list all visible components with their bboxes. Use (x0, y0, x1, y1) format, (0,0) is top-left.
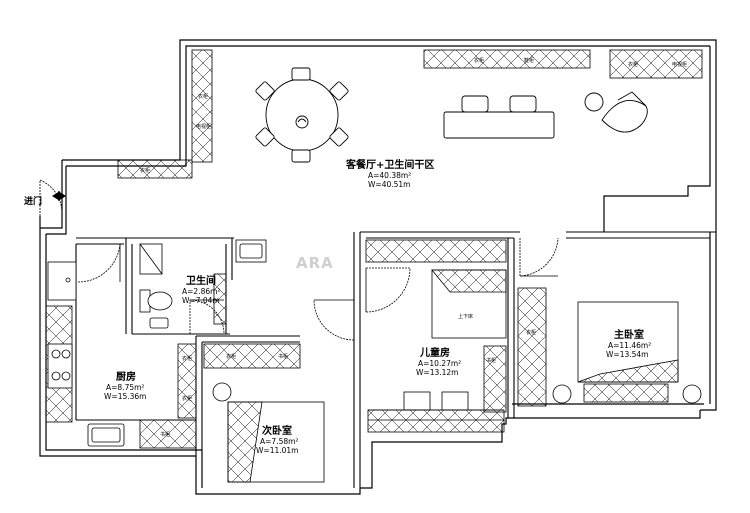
svg-text:书柜: 书柜 (278, 353, 288, 360)
living-top-cabinet (423, 49, 591, 69)
svg-text:书柜: 书柜 (160, 431, 170, 438)
doors (39, 179, 559, 341)
svg-text:衣柜: 衣柜 (182, 395, 192, 402)
master-wardrobe-left (517, 287, 547, 407)
master-bench (583, 383, 669, 403)
svg-text:次卧室: 次卧室 (262, 424, 292, 437)
svg-text:W=7.04m: W=7.04m (182, 296, 220, 305)
bathroom-door (189, 299, 225, 335)
svg-text:A=40.38m²: A=40.38m² (368, 171, 411, 180)
living-top-right-cabinet (609, 49, 703, 79)
toilet-bowl (147, 291, 173, 311)
svg-text:W=13.12m: W=13.12m (416, 368, 458, 377)
svg-text:衣柜: 衣柜 (140, 167, 150, 174)
master-bedroom-door (519, 237, 559, 277)
cabinet-labels: 衣柜 电视柜 衣柜 衣柜 鞋柜 衣柜 电视柜 衣柜 衣柜 书柜 衣柜 衣柜 书柜… (140, 57, 687, 438)
svg-text:衣柜: 衣柜 (198, 93, 208, 100)
entry-arrows (52, 191, 66, 201)
room-living-label: 客餐厅+卫生间干区 A=40.38m² W=40.51m (345, 158, 434, 189)
entry-label: 进门 (24, 195, 42, 207)
room-kitchen-label: 厨房 A=8.75m² W=15.36m (104, 370, 146, 401)
svg-text:客餐厅+卫生间干区: 客餐厅+卫生间干区 (345, 158, 434, 171)
kids-furniture (367, 269, 507, 433)
living-bottom-left-cabinet (117, 159, 193, 179)
room-master-label: 主卧室 A=11.46m² W=13.54m (606, 328, 651, 359)
kids-bookcase (483, 345, 507, 413)
svg-text:衣柜: 衣柜 (226, 353, 236, 360)
dining-table (265, 78, 339, 152)
second-bedroom-door (313, 299, 355, 341)
svg-text:W=40.51m: W=40.51m (368, 180, 410, 189)
svg-text:电视柜: 电视柜 (196, 123, 211, 130)
svg-text:衣柜: 衣柜 (182, 355, 192, 362)
kitchen-door (77, 243, 121, 283)
watermark: ARA (296, 254, 334, 272)
svg-text:鞋柜: 鞋柜 (524, 57, 534, 64)
fridge (47, 261, 77, 301)
svg-text:A=7.58m²: A=7.58m² (260, 437, 298, 446)
svg-text:主卧室: 主卧室 (614, 328, 644, 341)
svg-text:A=10.27m²: A=10.27m² (418, 359, 461, 368)
living-left-cabinet (191, 49, 213, 163)
svg-text:W=11.01m: W=11.01m (256, 446, 298, 455)
lounge-chair (601, 100, 648, 133)
svg-text:厨房: 厨房 (116, 370, 136, 383)
svg-text:卫生间: 卫生间 (186, 274, 216, 287)
dining-set (255, 67, 349, 163)
svg-text:电视柜: 电视柜 (672, 61, 687, 68)
svg-text:衣柜: 衣柜 (526, 329, 536, 336)
kitchen-right-cabinet (177, 343, 197, 419)
svg-text:A=2.86m²: A=2.86m² (182, 287, 220, 296)
kitchen-bottom (139, 419, 197, 449)
svg-text:W=13.54m: W=13.54m (606, 350, 648, 359)
bathroom-fixtures (139, 239, 267, 329)
entry-door (39, 179, 63, 216)
room-bathroom-label: 卫生间 A=2.86m² W=7.04m (182, 274, 220, 305)
second-bed-wardrobe (203, 343, 301, 369)
kids-room-door (365, 267, 411, 313)
kitchen-appliances (47, 261, 125, 447)
svg-text:W=15.36m: W=15.36m (104, 392, 146, 401)
sofa-area (443, 91, 648, 139)
master-furniture (552, 301, 702, 404)
kids-wardrobe (365, 239, 507, 263)
svg-text:衣柜: 衣柜 (474, 57, 484, 64)
room-kids-label: 儿童房 A=10.27m² W=13.12m (416, 346, 461, 377)
svg-text:A=11.46m²: A=11.46m² (608, 341, 651, 350)
svg-text:儿童房: 儿童房 (419, 346, 450, 359)
bunk-bed-label: 上下床 (458, 313, 473, 320)
svg-text:衣柜: 衣柜 (628, 61, 638, 68)
svg-text:书柜: 书柜 (486, 357, 496, 364)
room-second-bedroom-label: 次卧室 A=7.58m² W=11.01m (256, 424, 298, 455)
svg-text:A=8.75m²: A=8.75m² (106, 383, 144, 392)
second-bed-furniture (212, 382, 325, 483)
bathroom-cabinet (213, 273, 227, 325)
coffee-table (443, 111, 555, 139)
